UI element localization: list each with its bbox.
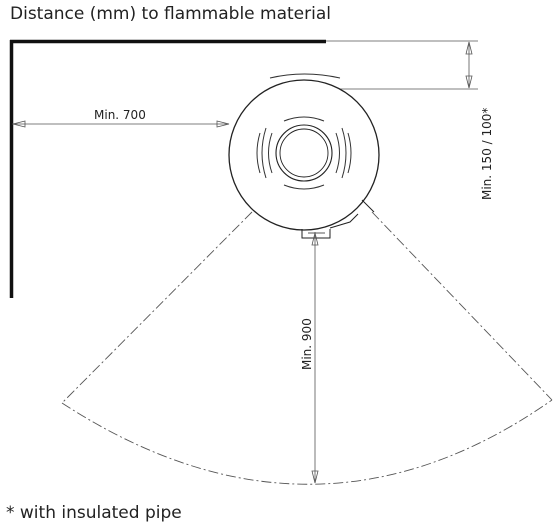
front-clearance-dimension: Min. 900 bbox=[300, 232, 319, 484]
side-clearance-dimension: Min. 700 bbox=[12, 108, 230, 128]
rear-clearance-label: Min. 150 / 100* bbox=[480, 108, 494, 200]
stove-top-view bbox=[228, 73, 380, 239]
side-clearance-label: Min. 700 bbox=[94, 108, 146, 122]
front-clearance-label: Min. 900 bbox=[300, 318, 314, 370]
front-clearance-zone bbox=[61, 211, 553, 485]
footnote: * with insulated pipe bbox=[6, 503, 182, 523]
diagram-title: Distance (mm) to flammable material bbox=[10, 4, 331, 24]
rear-clearance-dimension: Min. 150 / 100* bbox=[326, 40, 494, 200]
